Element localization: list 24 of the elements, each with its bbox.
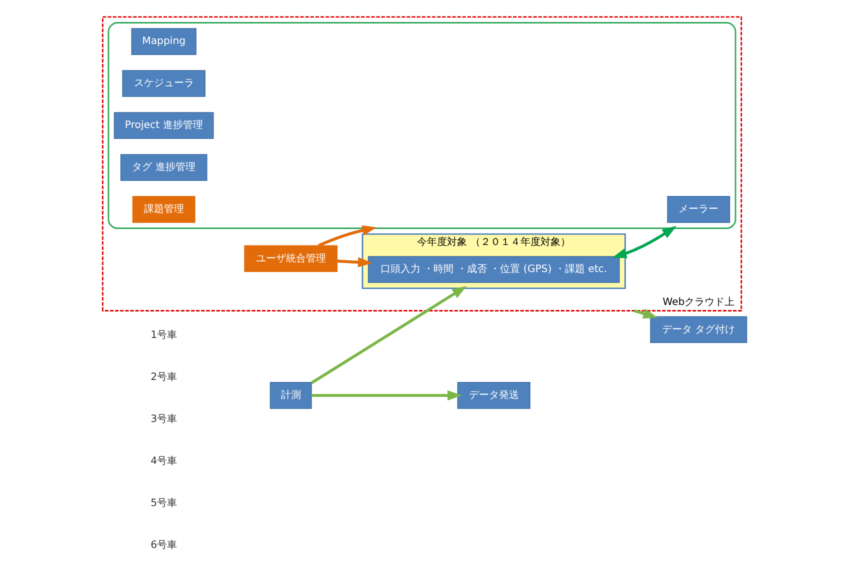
arrow [312,390,462,401]
arrow [318,225,377,247]
label: 2号車 [150,372,178,384]
label: 3号車 [150,414,178,425]
node-box: Mapping [131,28,196,55]
node-box: タグ 進捗管理 [120,154,208,181]
arrow [310,286,467,384]
node-box: データ発送 [457,382,530,409]
node-box: 計測 [270,382,312,409]
node-box: データ タグ付け [650,316,748,343]
arrow [634,308,658,318]
arrow [337,257,373,268]
node-box: 課題管理 [132,196,196,223]
node-box: スケジューラ [122,70,206,97]
label: 5号車 [150,498,178,509]
label: 1号車 [150,330,178,342]
node-box: 口頭入力 ・時間 ・成否 ・位置 (GPS) ・課題 etc. [368,256,620,283]
label: 6号車 [150,540,178,551]
node-box: ユーザ統合管理 [244,245,338,272]
node-box: メーラー [667,196,730,223]
label: 4号車 [150,456,178,467]
cluster [108,22,736,229]
arrow [612,226,677,258]
node-box: Project 進捗管理 [114,112,214,139]
